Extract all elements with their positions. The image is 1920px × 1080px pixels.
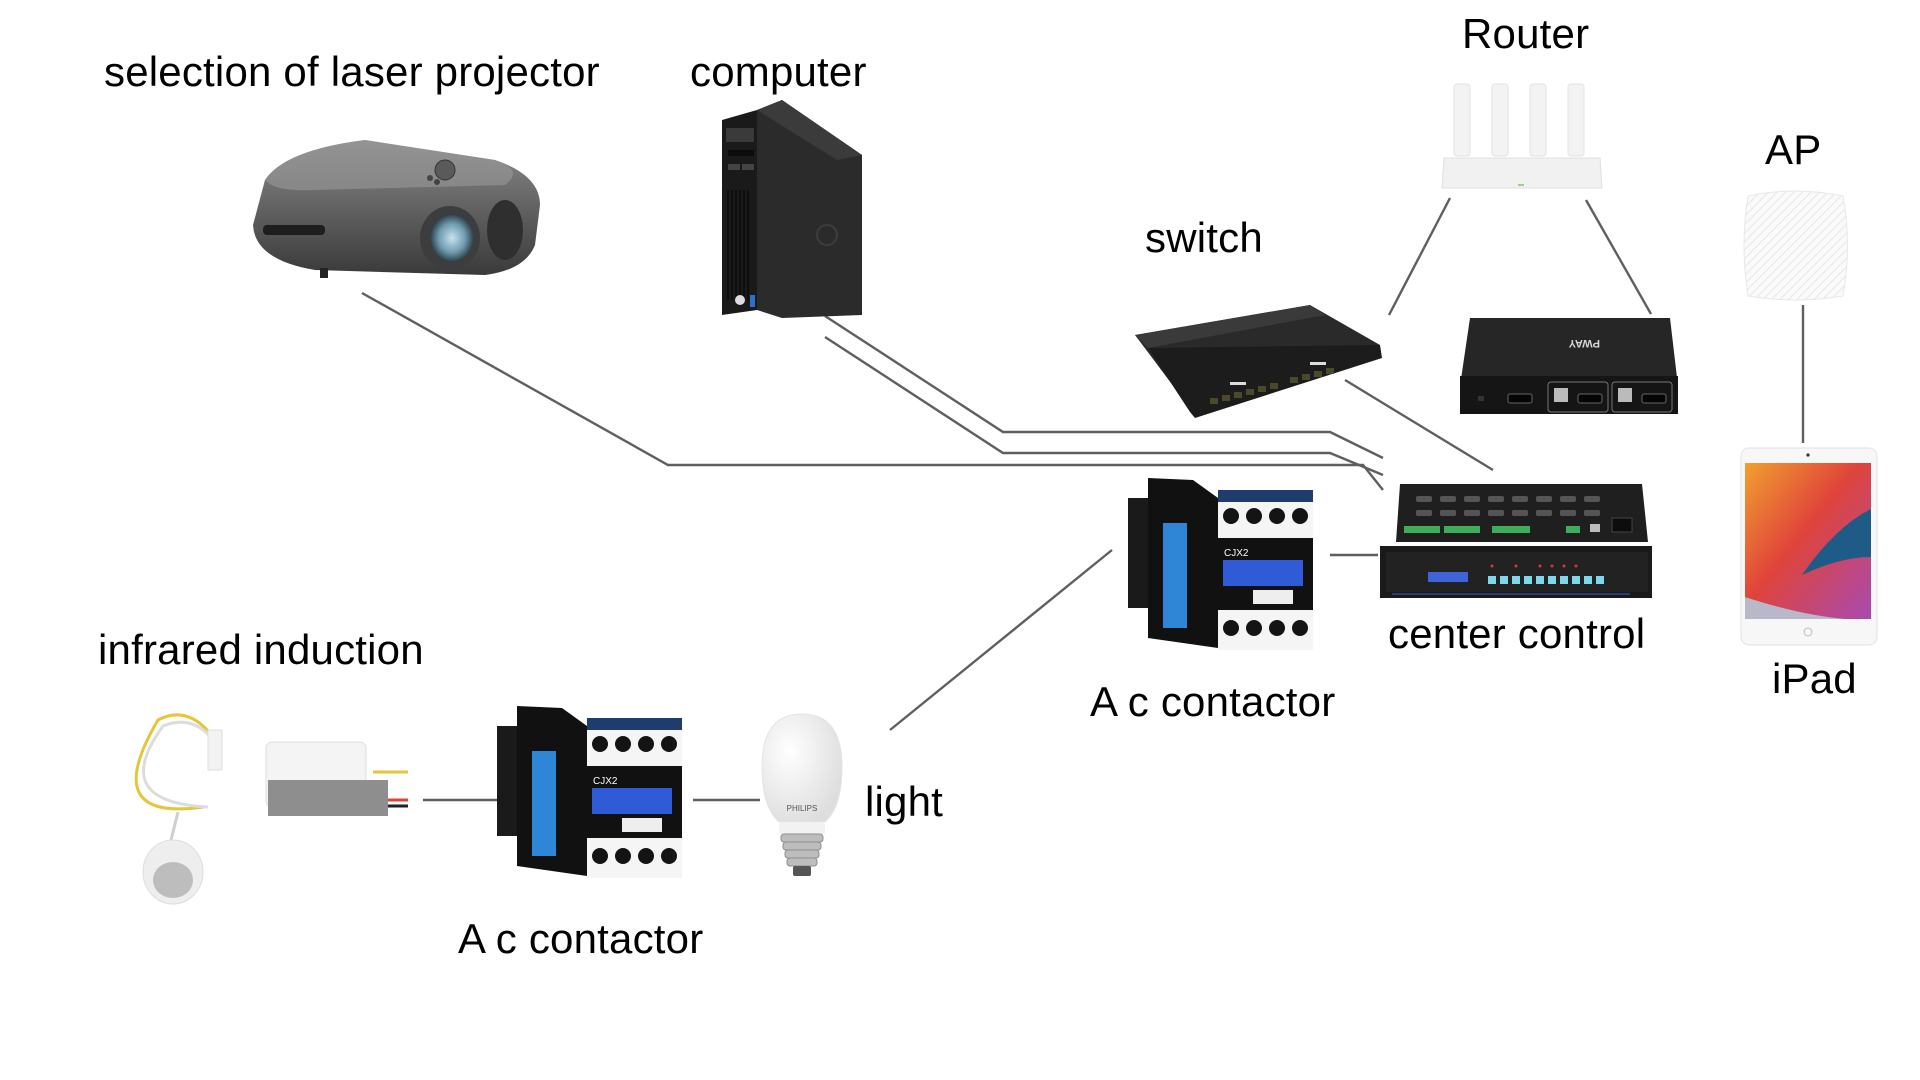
switch-node[interactable] (1130, 300, 1385, 425)
projector-node[interactable] (245, 130, 545, 285)
svg-text:CJX2: CJX2 (1224, 548, 1249, 559)
label-light: light (865, 778, 944, 825)
ap-node[interactable] (1738, 188, 1853, 308)
edge-computer-center-control-2 (824, 335, 1384, 477)
contactor-upper-node[interactable]: CJX2 (1128, 478, 1323, 663)
central-control-host-icon (1380, 484, 1652, 598)
label-switch: switch (1145, 214, 1263, 261)
pir-sensor-icon (134, 713, 408, 905)
computer-node[interactable] (722, 100, 867, 325)
kvm-switch-node[interactable]: PWAY (1460, 316, 1680, 421)
kvm-switch-icon: PWAY (1460, 318, 1678, 414)
edge-router-switch (1387, 197, 1452, 316)
infrared-induction-node[interactable] (118, 712, 408, 917)
svg-text:CJX2: CJX2 (593, 776, 618, 787)
label-laser-projector: selection of laser projector (104, 48, 600, 95)
contactor-lower-node[interactable]: CJX2 (497, 706, 692, 891)
edge-router-kvm (1584, 199, 1653, 315)
edge-light-contactor-upper (889, 549, 1113, 731)
router-icon (1441, 83, 1603, 189)
label-ipad: iPad (1772, 655, 1857, 702)
tablet-icon (1740, 447, 1878, 646)
label-infrared-induction: infrared induction (98, 626, 424, 673)
label-center-control: center control (1388, 610, 1646, 657)
router-node[interactable] (1440, 80, 1605, 200)
edge-projector-center-control (361, 291, 1384, 491)
edge-computer-center-control-1 (824, 314, 1384, 460)
light-bulb-icon: PHILIPS (761, 713, 843, 876)
light-node[interactable]: PHILIPS (757, 712, 847, 892)
ac-contactor-icon: CJX2 (1128, 478, 1313, 650)
bulb-brand-text: PHILIPS (787, 804, 818, 813)
projector-icon (253, 140, 540, 278)
label-ap: AP (1765, 126, 1822, 173)
wireless-access-point-icon (1743, 190, 1848, 301)
desktop-tower-icon (722, 100, 862, 318)
label-computer: computer (690, 48, 867, 95)
edge-switch-center-control (1344, 378, 1494, 472)
ipad-node[interactable] (1740, 447, 1880, 652)
network-switch-icon (1135, 305, 1382, 418)
label-ac-contactor-lower: A c contactor (458, 915, 704, 962)
center-control-node[interactable] (1380, 476, 1655, 606)
ac-contactor-icon: CJX2 (497, 706, 682, 878)
label-router: Router (1462, 10, 1590, 57)
label-ac-contactor-upper: A c contactor (1090, 678, 1336, 725)
kvm-brand-text: PWAY (1568, 337, 1600, 349)
